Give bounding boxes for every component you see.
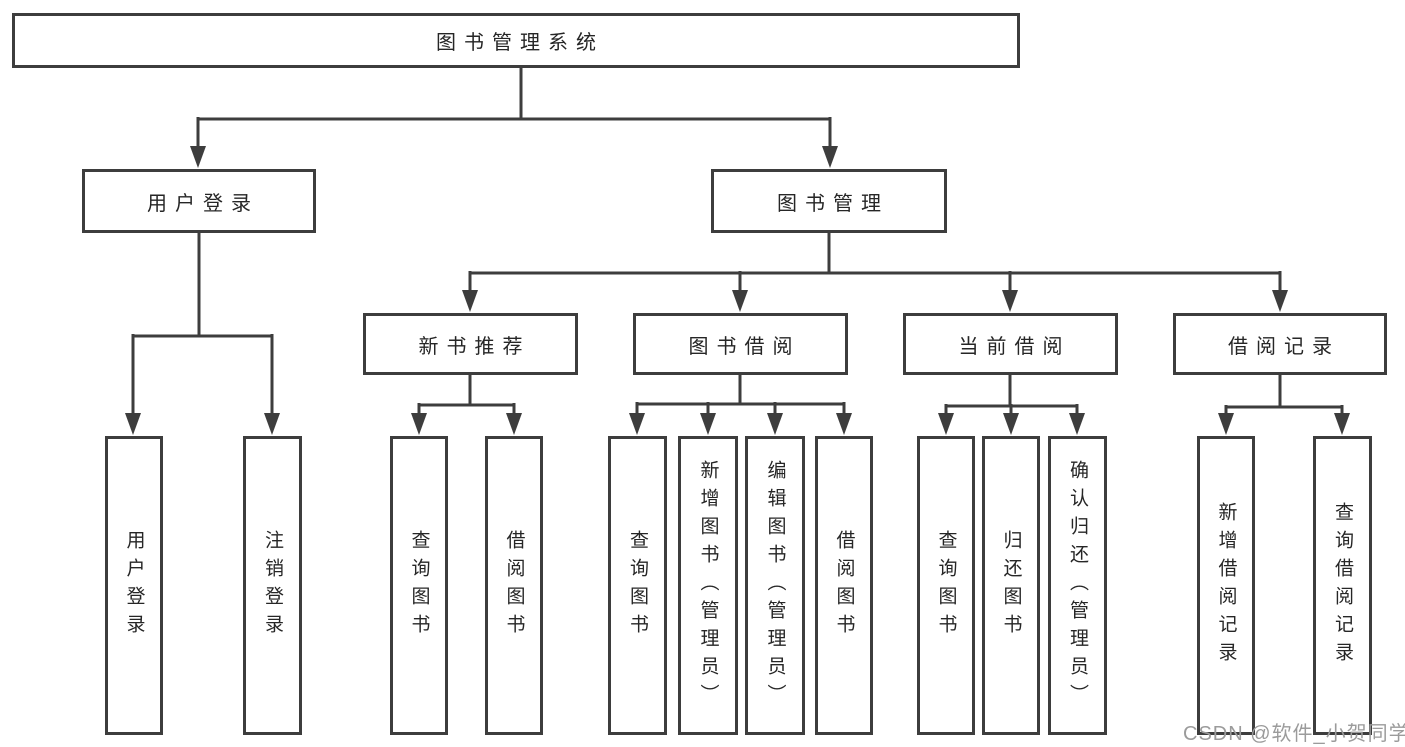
csdn-watermark: CSDN @软件_小贺同学	[1183, 723, 1405, 745]
node-current-borrow-label: 当前借阅	[958, 335, 1071, 358]
leaf-return-book-label: 归还图书	[1000, 529, 1022, 642]
leaf-logout: 注销登录	[243, 436, 302, 735]
node-new-book-rec-label: 新书推荐	[418, 335, 531, 358]
node-root-label: 图书管理系统	[436, 32, 604, 54]
leaf-query-borrow-record-label: 查询借阅记录	[1332, 501, 1353, 670]
leaf-query-books-borrow: 查询图书	[608, 436, 667, 735]
leaf-query-borrow-record: 查询借阅记录	[1313, 436, 1372, 735]
node-user-login: 用户登录	[82, 169, 316, 233]
leaf-borrow-books: 借阅图书	[815, 436, 873, 735]
node-current-borrow: 当前借阅	[903, 313, 1118, 375]
leaf-query-books-rec: 查询图书	[390, 436, 448, 735]
node-root: 图书管理系统	[12, 13, 1020, 68]
leaf-edit-book-admin: 编辑图书（管理员）	[745, 436, 805, 735]
leaf-add-borrow-record-label: 新增借阅记录	[1215, 501, 1237, 670]
leaf-return-book: 归还图书	[982, 436, 1040, 735]
leaf-borrow-books-rec: 借阅图书	[485, 436, 543, 735]
node-book-borrow-label: 图书借阅	[688, 335, 801, 358]
node-book-mgmt: 图书管理	[711, 169, 947, 233]
leaf-user-login-label: 用户登录	[123, 529, 145, 642]
leaf-confirm-return-admin: 确认归还（管理员）	[1048, 436, 1107, 735]
leaf-user-login: 用户登录	[105, 436, 163, 735]
leaf-confirm-return-admin-label: 确认归还（管理员）	[1067, 459, 1088, 712]
node-book-borrow: 图书借阅	[633, 313, 848, 375]
node-borrow-records-label: 借阅记录	[1228, 335, 1340, 358]
leaf-query-books-borrow-label: 查询图书	[627, 529, 648, 642]
node-borrow-records: 借阅记录	[1173, 313, 1387, 375]
leaf-query-books-current-label: 查询图书	[935, 529, 957, 642]
leaf-add-book-admin-label: 新增图书（管理员）	[697, 459, 719, 712]
node-user-login-label: 用户登录	[147, 192, 259, 215]
leaf-query-books-rec-label: 查询图书	[408, 529, 430, 642]
node-new-book-rec: 新书推荐	[363, 313, 578, 375]
leaf-edit-book-admin-label: 编辑图书（管理员）	[764, 459, 786, 712]
leaf-borrow-books-label: 借阅图书	[833, 529, 855, 642]
arrowheads	[125, 146, 1350, 435]
leaf-logout-label: 注销登录	[262, 529, 283, 642]
leaf-add-book-admin: 新增图书（管理员）	[678, 436, 738, 735]
leaf-add-borrow-record: 新增借阅记录	[1197, 436, 1255, 735]
node-book-mgmt-label: 图书管理	[777, 192, 889, 215]
leaf-query-books-current: 查询图书	[917, 436, 975, 735]
leaf-borrow-books-rec-label: 借阅图书	[503, 529, 525, 642]
